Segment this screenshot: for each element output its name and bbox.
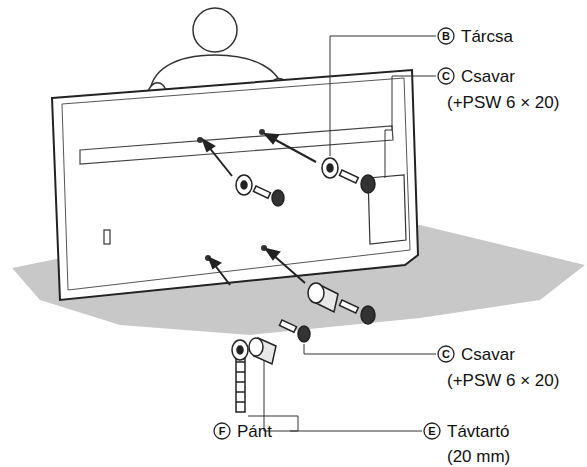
part-name: Távtartó bbox=[447, 423, 509, 440]
tv-back bbox=[52, 70, 418, 300]
callout-letter: F bbox=[219, 426, 226, 437]
callout-letter: E bbox=[428, 426, 435, 437]
leader-lines bbox=[248, 36, 436, 431]
strap-spacer-bolt bbox=[232, 320, 310, 412]
tv-inner-border bbox=[62, 78, 410, 290]
part-name: Pánt bbox=[237, 423, 272, 440]
part-name: Csavar bbox=[461, 346, 515, 363]
washer-bolt-2 bbox=[322, 158, 375, 193]
part-spec: (+PSW 6 × 20) bbox=[447, 372, 559, 389]
tv-bar bbox=[80, 126, 393, 164]
tv-port bbox=[104, 230, 110, 244]
part-spec: (+PSW 6 × 20) bbox=[447, 94, 559, 111]
screw-holes bbox=[197, 129, 267, 261]
callout-letter: B bbox=[442, 31, 450, 42]
mount-arrows bbox=[203, 134, 316, 285]
washer-bolt-1 bbox=[236, 175, 284, 206]
spacer-bolt-1 bbox=[308, 283, 375, 324]
part-name: Csavar bbox=[461, 68, 515, 85]
callout-letter: C bbox=[442, 349, 450, 360]
callout-circles bbox=[214, 28, 454, 439]
part-spec: (20 mm) bbox=[447, 448, 510, 465]
callout-letter: C bbox=[442, 71, 450, 82]
part-name: Tárcsa bbox=[461, 28, 513, 45]
